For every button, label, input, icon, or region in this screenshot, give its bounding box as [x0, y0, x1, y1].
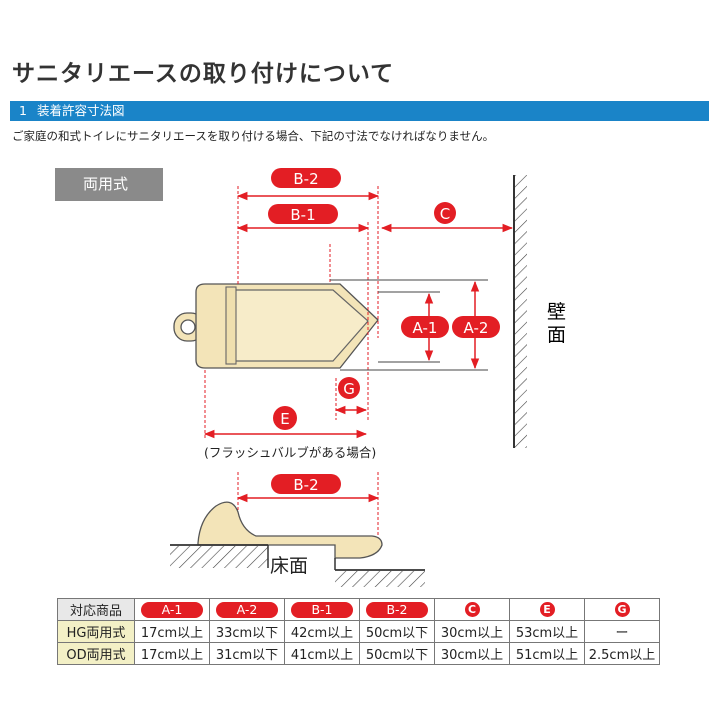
table-cell: ー — [584, 620, 660, 643]
b1-pill — [268, 204, 338, 224]
table-cell: 30cm以上 — [434, 620, 510, 643]
section-header: 1 装着許容寸法図 — [10, 101, 709, 121]
c-circle — [434, 202, 456, 224]
table-corner-cell: 対応商品 — [57, 598, 135, 621]
toilet-top-view — [173, 283, 379, 369]
table-cell: 53cm以上 — [509, 620, 585, 643]
table-cell: 31cm以下 — [209, 642, 285, 665]
a2-pill — [452, 316, 500, 338]
header-e: E — [509, 598, 585, 621]
header-b1: B-1 — [284, 598, 360, 621]
reference-lines — [330, 279, 488, 371]
floor-graphic — [170, 544, 425, 587]
row-name: HG両用式 — [57, 620, 135, 643]
page-title: サニタリエースの取り付けについて — [12, 61, 395, 87]
wall-label-2: 面 — [547, 324, 566, 346]
b2-side-label: B-2 — [293, 476, 318, 494]
wall-label-1: 壁 — [547, 301, 566, 323]
table-header-row: 対応商品 A-1 A-2 B-1 B-2 C E G — [57, 598, 660, 621]
a1-label: A-1 — [413, 319, 438, 337]
section-number: 1 — [19, 103, 27, 118]
wall-graphic — [513, 175, 527, 448]
table-cell: 50cm以下 — [359, 620, 435, 643]
section-title: 装着許容寸法図 — [36, 103, 125, 118]
spec-table: 対応商品 A-1 A-2 B-1 B-2 C E G HG両用式 17cm以上 … — [57, 598, 660, 665]
b1-label: B-1 — [290, 206, 315, 224]
floor-label: 床面 — [270, 555, 308, 577]
table-cell: 33cm以下 — [209, 620, 285, 643]
description-text: ご家庭の和式トイレにサニタリエースを取り付ける場合、下記の寸法でなければなりませ… — [12, 129, 495, 143]
header-a2: A-2 — [209, 598, 285, 621]
toilet-side-view — [197, 501, 383, 559]
header-a1: A-1 — [134, 598, 210, 621]
g-label: G — [343, 380, 355, 398]
a1-pill — [401, 316, 449, 338]
e-label: E — [280, 410, 289, 428]
b2-label: B-2 — [293, 170, 318, 188]
header-g: G — [584, 598, 660, 621]
table-cell: 17cm以上 — [134, 620, 210, 643]
table-cell: 17cm以上 — [134, 642, 210, 665]
header-c: C — [434, 598, 510, 621]
table-cell: 42cm以上 — [284, 620, 360, 643]
g-circle — [338, 377, 360, 399]
table-cell: 41cm以上 — [284, 642, 360, 665]
a2-label: A-2 — [464, 319, 489, 337]
side-extension-lines — [237, 472, 379, 540]
b2-side-pill — [271, 474, 341, 494]
c-label: C — [440, 205, 450, 223]
header-b2: B-2 — [359, 598, 435, 621]
e-note: (フラッシュバルブがある場合) — [204, 445, 376, 460]
table-row: HG両用式 17cm以上 33cm以下 42cm以上 50cm以下 30cm以上… — [57, 620, 660, 643]
type-badge: 両用式 — [55, 168, 163, 201]
table-cell: 2.5cm以上 — [584, 642, 660, 665]
table-row: OD両用式 17cm以上 31cm以下 41cm以上 50cm以下 30cm以上… — [57, 642, 660, 665]
table-cell: 30cm以上 — [434, 642, 510, 665]
b2-pill — [271, 168, 341, 188]
row-name: OD両用式 — [57, 642, 135, 665]
table-cell: 50cm以下 — [359, 642, 435, 665]
table-cell: 51cm以上 — [509, 642, 585, 665]
e-circle — [273, 406, 297, 430]
